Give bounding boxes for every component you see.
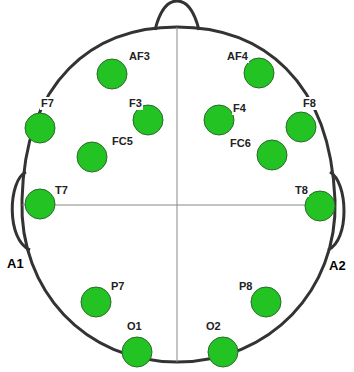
electrode-label: O1 <box>126 320 143 333</box>
electrode <box>97 59 127 89</box>
electrode <box>208 337 238 367</box>
electrode-label: FC6 <box>229 137 252 150</box>
electrode-label: AF3 <box>128 50 151 63</box>
electrode-label: F3 <box>128 97 143 110</box>
electrode <box>25 189 55 219</box>
electrode-label: F8 <box>302 97 317 110</box>
head-outline <box>22 27 335 362</box>
electrode <box>251 287 281 317</box>
electrode-label: F4 <box>232 102 247 115</box>
electrodes <box>25 58 335 367</box>
electrode <box>77 142 107 172</box>
reference-label: A2 <box>328 258 347 273</box>
reference-label: A1 <box>6 256 25 271</box>
electrode-label: T8 <box>294 184 309 197</box>
electrode <box>122 337 152 367</box>
electrode <box>257 140 287 170</box>
electrode-label: F7 <box>40 97 55 110</box>
electrode <box>204 105 234 135</box>
electrode-label: AF4 <box>226 50 249 63</box>
electrode-label: O2 <box>205 320 222 333</box>
electrode <box>305 191 335 221</box>
electrode-label: FC5 <box>111 135 134 148</box>
ear-line <box>22 205 335 206</box>
electrode-label: P8 <box>238 280 253 293</box>
midline <box>177 27 178 362</box>
electrode <box>25 113 55 143</box>
electrode <box>286 112 316 142</box>
electrode-label: P7 <box>110 280 125 293</box>
electrode-label: T7 <box>54 184 69 197</box>
electrode <box>81 287 111 317</box>
